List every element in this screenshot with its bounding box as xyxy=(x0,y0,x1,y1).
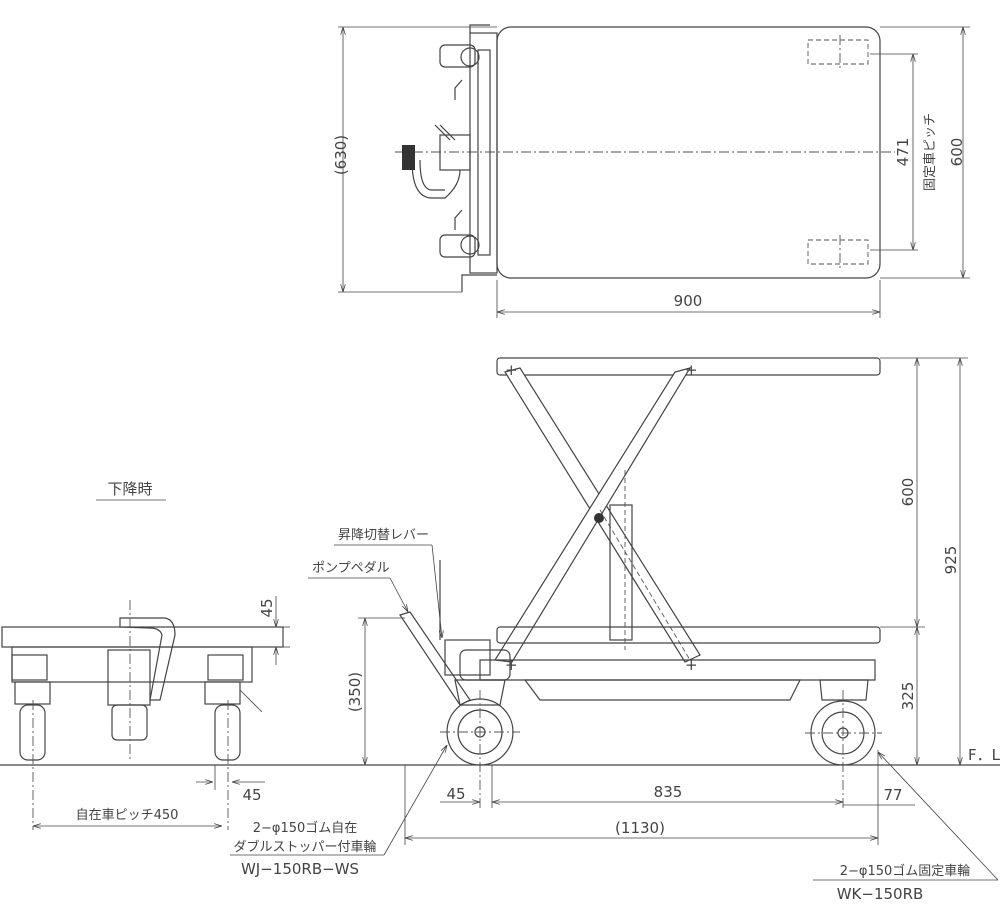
base-frame xyxy=(479,659,876,681)
dim-max-height: 925 xyxy=(942,546,960,575)
dim-wheel-offset: 45 xyxy=(242,786,261,804)
fixed-wheel-spec: 2−φ150ゴム固定車輪 xyxy=(840,863,971,879)
pedal-label: ポンプペダル xyxy=(312,561,390,576)
caster-pitch-label: 自在車ピッチ450 xyxy=(76,808,179,823)
dim-fixed-wheel-pitch: 471 xyxy=(894,138,912,167)
fixed-wheel-right xyxy=(805,679,882,810)
front-view-title: 下降時 xyxy=(107,480,152,498)
fixed-wheel-marks xyxy=(807,35,869,270)
caster-spec-line1: 2−φ150ゴム自在 xyxy=(253,820,358,836)
front-view: 下降時 45 45 自在車ピッ xyxy=(1,480,290,830)
handle-frame xyxy=(402,24,498,292)
top-view: (630) 600 471 固定車ピッチ 900 xyxy=(332,24,970,318)
lever-label: 昇降切替レバー xyxy=(338,528,429,543)
dim-min-height: 325 xyxy=(899,682,917,711)
dim-width: 600 xyxy=(948,138,966,167)
dim-platform-thickness: 45 xyxy=(258,598,276,617)
fixed-wheel-model: WK−150RB xyxy=(837,885,924,903)
svg-text:+: + xyxy=(685,361,698,379)
wheel-callouts: 2−φ150ゴム自在 ダブルストッパー付車輪 WJ−150RB−WS 2−φ15… xyxy=(230,745,999,903)
dim-pedal-height: (350) xyxy=(346,672,364,712)
side-view: + + + + xyxy=(0,357,1000,845)
fixed-wheel-pitch-label: 固定車ピッチ xyxy=(923,113,938,191)
svg-text:+: + xyxy=(505,361,518,379)
floor-level-label: F．L xyxy=(968,746,1000,764)
front-caster-right xyxy=(204,654,263,830)
caster-spec-line2: ダブルストッパー付車輪 xyxy=(233,839,376,855)
dim-overall-length: (1130) xyxy=(615,819,665,837)
front-platform xyxy=(1,626,284,648)
front-caster-left xyxy=(11,654,51,830)
dim-wheelbase: 835 xyxy=(654,783,683,801)
top-platform xyxy=(496,357,881,376)
svg-text:+: + xyxy=(505,656,518,674)
dim-overall-depth: (630) xyxy=(332,135,350,175)
lower-frame xyxy=(496,626,881,644)
svg-text:+: + xyxy=(685,656,698,674)
table-top-outline xyxy=(496,26,881,279)
dim-lift-stroke: 600 xyxy=(899,478,917,507)
dim-caster-offset: 45 xyxy=(446,785,465,803)
caster-model: WJ−150RB−WS xyxy=(241,860,359,878)
pump-pedal xyxy=(399,560,511,706)
dim-fixed-wheel-offset: 77 xyxy=(883,786,902,804)
dim-length: 900 xyxy=(674,292,703,310)
